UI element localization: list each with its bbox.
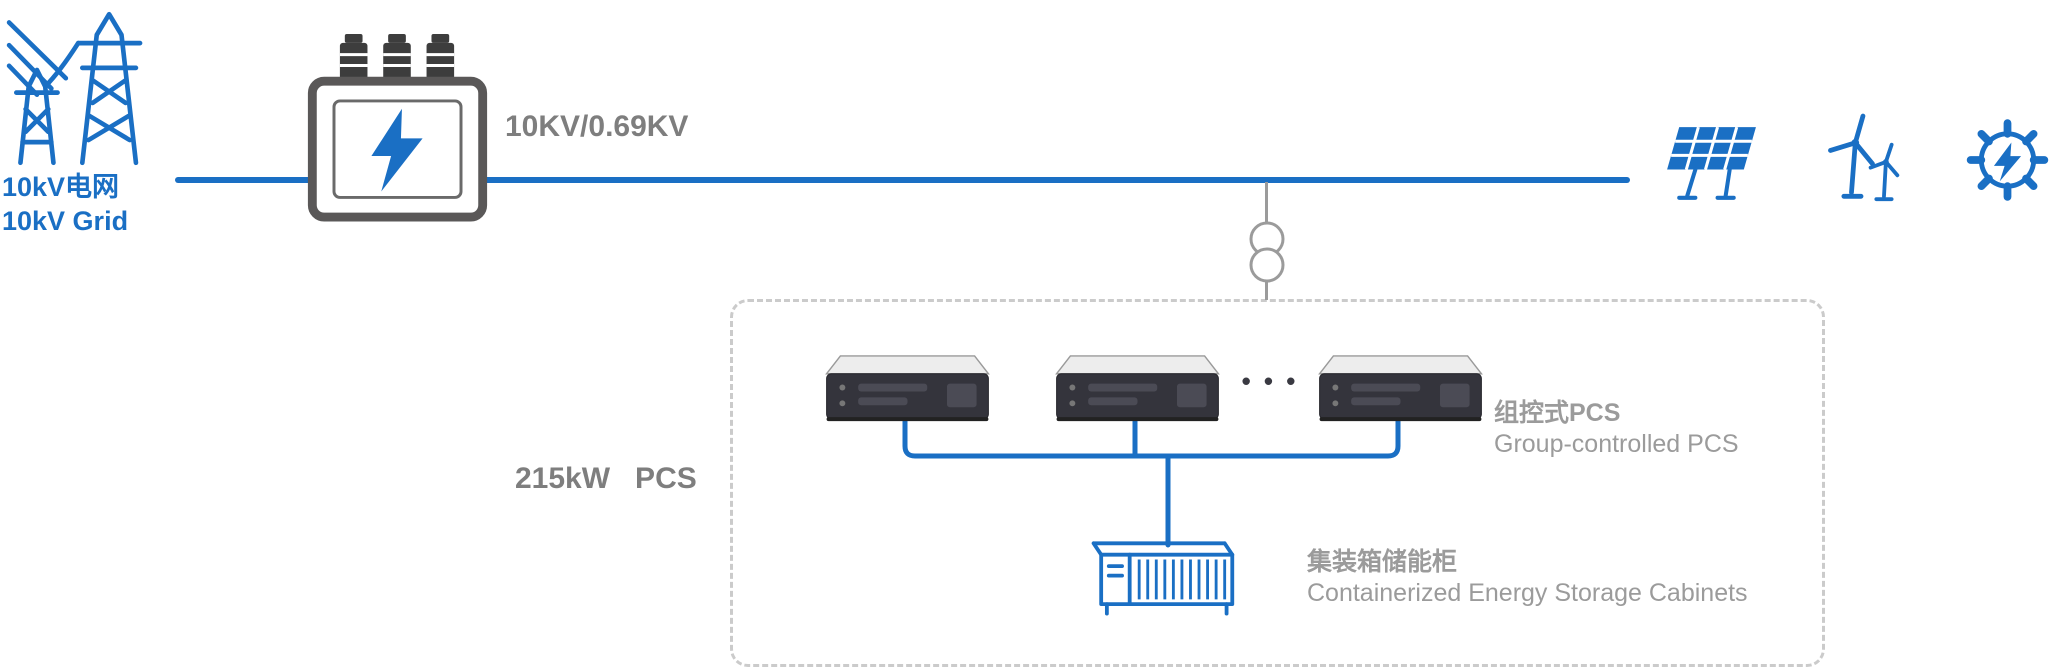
main-bus-line xyxy=(175,177,1630,183)
pcs-group-label-en: Group-controlled PCS xyxy=(1494,430,1739,458)
pcs-group-label-cn: 组控式PCS xyxy=(1494,399,1621,427)
transmission-tower-icon xyxy=(6,11,143,166)
pcs-power-label: 215kW PCS xyxy=(515,462,697,495)
energy-storage-container-icon xyxy=(1091,541,1235,616)
storage-cabinet-label-cn: 集装箱储能柜 xyxy=(1307,548,1458,576)
winding-transformer-symbol-icon xyxy=(1249,221,1285,283)
pcs-unit-icon xyxy=(825,355,990,422)
pcs-unit-icon xyxy=(1055,355,1220,422)
transformer-ratio-label: 10KV/0.69KV xyxy=(505,110,689,143)
grid-label-en: 10kV Grid xyxy=(2,206,129,236)
grid-label: 10kV电网 10kV Grid xyxy=(2,170,128,238)
pcs-unit-icon xyxy=(1318,355,1483,422)
grid-label-cn: 10kV电网 xyxy=(2,172,120,202)
step-up-transformer-icon xyxy=(307,33,488,222)
pcs-bus-connector xyxy=(902,417,1401,548)
gear-generator-icon xyxy=(1966,119,2049,201)
pcs-group-box xyxy=(730,299,1825,667)
storage-cabinet-label-en: Containerized Energy Storage Cabinets xyxy=(1307,579,1748,607)
pcs-ellipsis: • • • xyxy=(1241,366,1299,396)
wind-turbine-icon xyxy=(1828,113,1900,202)
pcs-group-label: 组控式PCS Group-controlled PCS xyxy=(1494,398,1739,460)
solar-panel-icon xyxy=(1667,126,1756,200)
storage-cabinet-label: 集装箱储能柜 Containerized Energy Storage Cabi… xyxy=(1307,547,1748,609)
